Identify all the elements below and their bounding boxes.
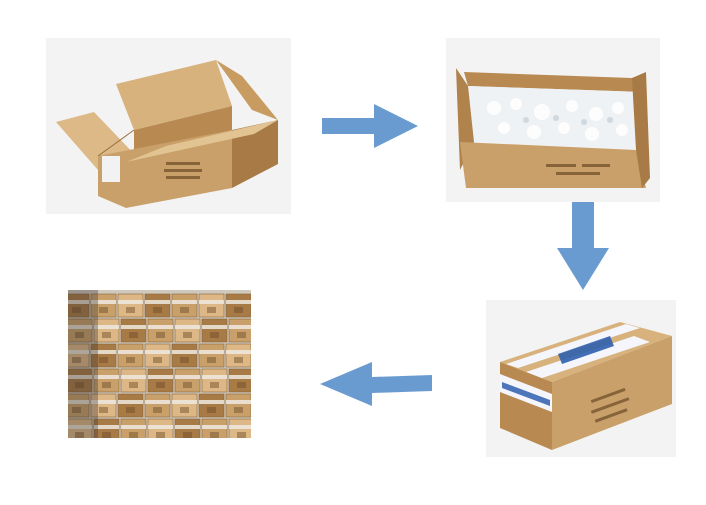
left-arrow-icon [320, 362, 432, 406]
stacked-boxes-warehouse-photo [68, 290, 251, 438]
down-arrow-icon [557, 202, 609, 290]
open-box-photo [46, 38, 291, 214]
right-arrow-icon [322, 104, 418, 148]
sealed-box-photo [486, 300, 676, 457]
foam-packed-box-photo [446, 38, 660, 202]
